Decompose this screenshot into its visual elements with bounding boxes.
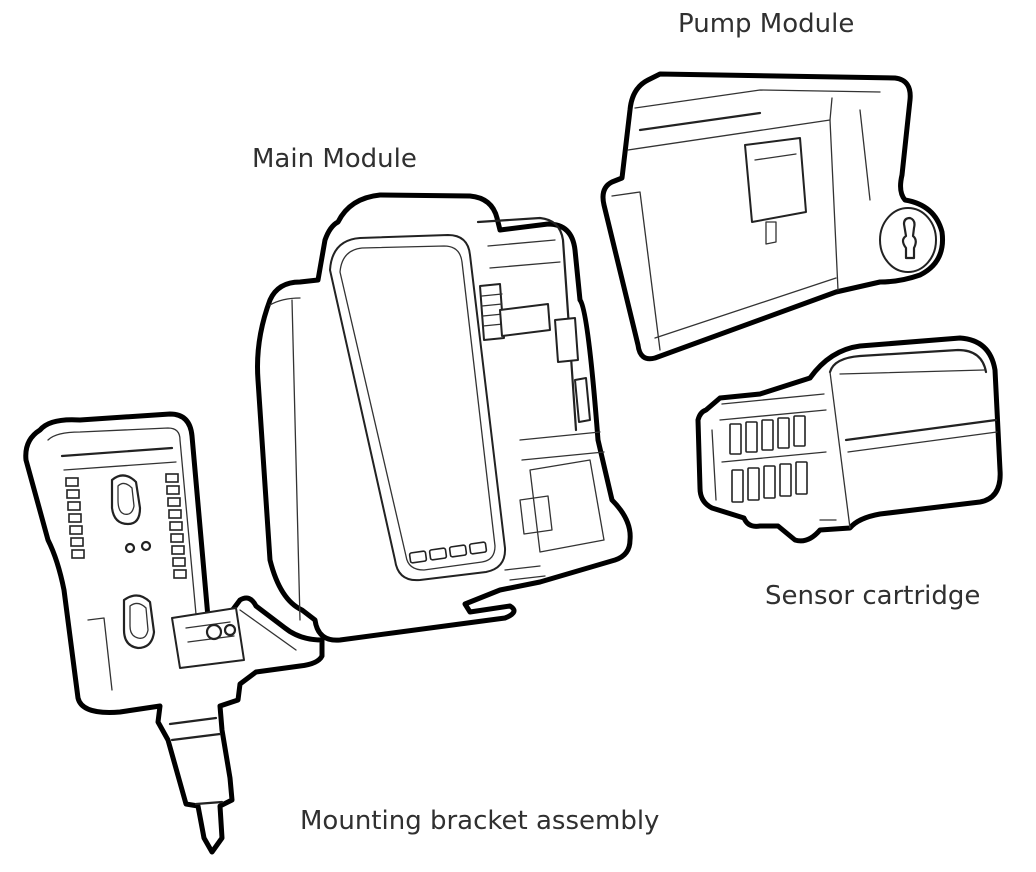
sensor-vents-upper: [719, 393, 827, 455]
main-module-label: Main Module: [252, 144, 417, 174]
terminal-strip-right: [165, 473, 187, 579]
mounting-bracket-label: Mounting bracket assembly: [300, 806, 660, 836]
sensor-cartridge-drawing: [695, 335, 1003, 544]
terminal-strip-left: [65, 477, 85, 559]
mounting-bracket-drawing: [23, 411, 325, 855]
sensor-vents-lower: [721, 451, 827, 503]
pump-module-drawing: [600, 71, 946, 362]
pump-module-label: Pump Module: [678, 9, 855, 39]
sensor-cartridge-label: Sensor cartridge: [765, 581, 981, 611]
main-module-drawing: [255, 192, 633, 643]
